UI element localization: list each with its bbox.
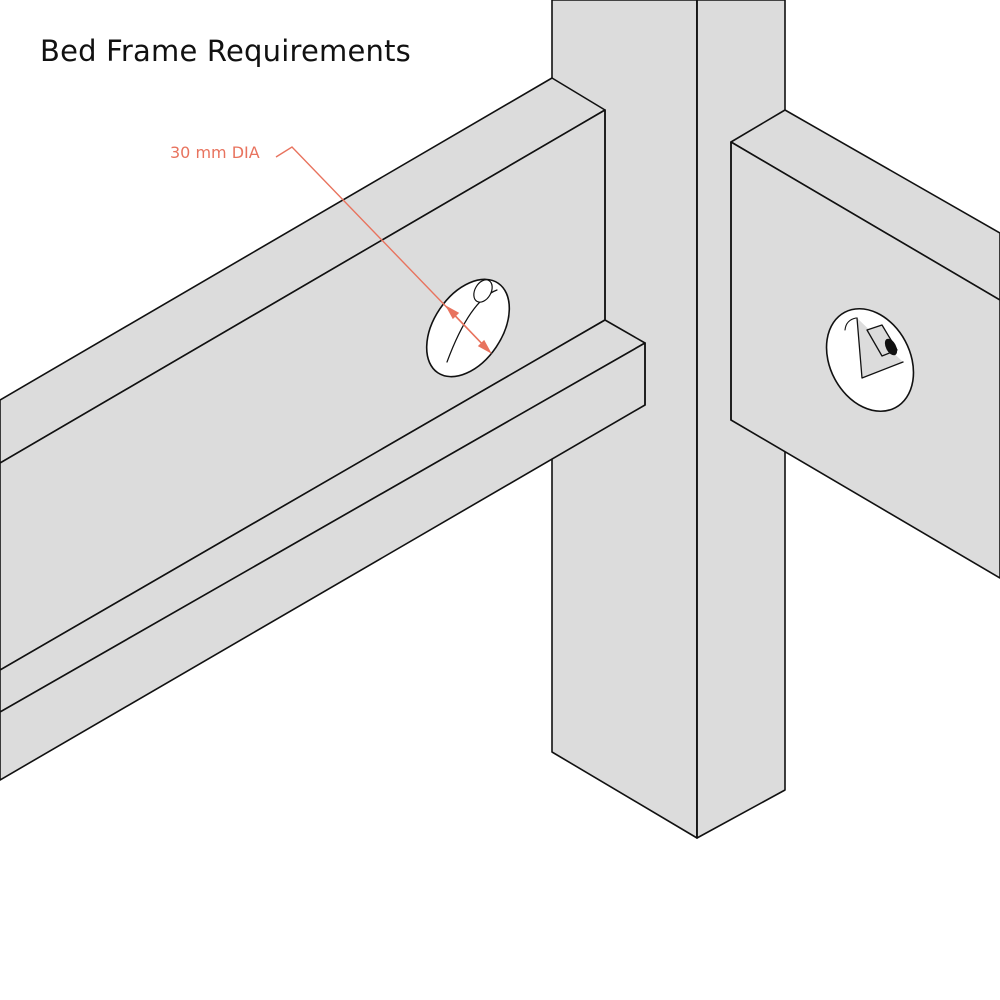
rail-ledge: [0, 319, 646, 781]
arrowhead-start-icon: [445, 305, 460, 320]
side-rail: [0, 77, 606, 671]
bolt-hole-end: [825, 307, 915, 413]
diagram-title: Bed Frame Requirements: [40, 34, 411, 68]
callout-leader-line: [275, 146, 489, 351]
dimension-label: 30 mm DIA: [170, 143, 260, 162]
bolt-hole-side: [425, 278, 511, 378]
dimension-callout: [275, 146, 492, 354]
arrowhead-end-icon: [477, 339, 492, 354]
